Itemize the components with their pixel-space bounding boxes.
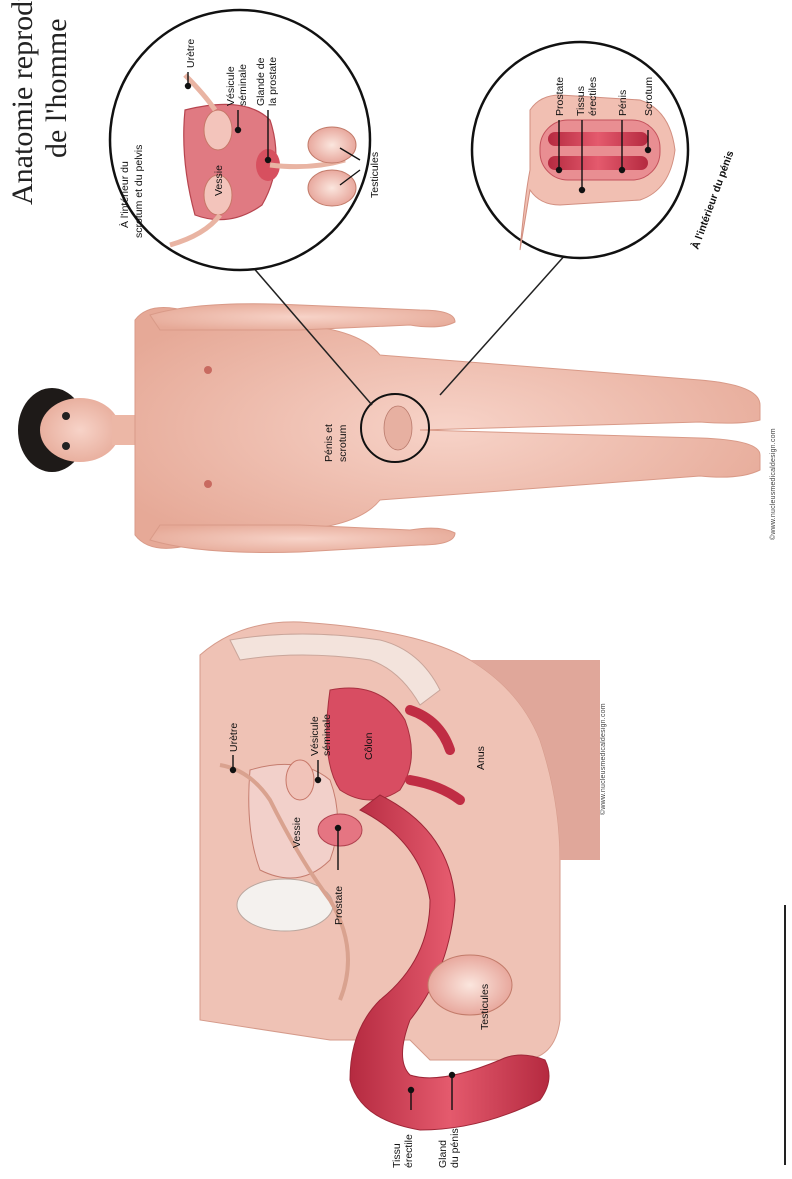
sagittal-section <box>200 622 600 1130</box>
erectile-tissue-b <box>548 156 648 170</box>
nipple-lower <box>204 480 212 488</box>
erectile-tissue-a <box>548 132 648 146</box>
nipple-upper <box>204 366 212 374</box>
label-vesicule-section-2: séminale <box>321 714 333 756</box>
human-body-figure <box>18 304 760 553</box>
label-scrotum-inset: Scrotum <box>643 77 655 116</box>
label-vesicule-inset-1: Vésicule <box>225 66 237 106</box>
inset-pelvis-caption-1: À l'intérieur du <box>118 161 131 228</box>
label-uretre-inset: Urètre <box>185 39 197 68</box>
body-label-line-2: scrotum <box>337 424 349 462</box>
inset-pelvis <box>110 10 370 270</box>
eye-right <box>62 442 70 450</box>
arm-lower <box>150 525 455 553</box>
inset-penis-caption: À l'intérieur du pénis <box>689 149 737 251</box>
label-prostate-section: Prostate <box>333 886 345 925</box>
label-vesicule-section-1: Vésicule <box>309 716 321 756</box>
seminal-vesicle-a <box>204 110 232 150</box>
label-glande-1: Glande de <box>255 57 267 106</box>
label-testicules-inset: Testicules <box>369 152 381 198</box>
label-anus-section: Anus <box>475 746 487 770</box>
seminal-vesicle-section <box>286 760 314 800</box>
neck <box>112 415 138 445</box>
label-penis-inset: Pénis <box>617 90 629 116</box>
torso-and-legs <box>135 308 760 549</box>
label-gland-1: Gland <box>437 1140 449 1168</box>
label-testicules-section: Testicules <box>479 984 491 1030</box>
arm-upper <box>150 304 455 330</box>
inset-pelvis-caption-2: scrotum et du pelvis <box>133 145 145 238</box>
testicle-b <box>308 170 356 206</box>
label-tissus-1: Tissus <box>575 86 587 116</box>
label-colon-section: Côlon <box>363 732 375 760</box>
label-uretre-section: Urètre <box>228 723 240 752</box>
label-prostate-inset: Prostate <box>554 77 566 116</box>
label-glande-2: la prostate <box>267 57 279 106</box>
genital-region <box>384 406 412 450</box>
testicle-section <box>428 955 512 1015</box>
testicle-a <box>308 127 356 163</box>
label-vesicule-inset-2: séminale <box>237 64 249 106</box>
label-gland-2: du pénis <box>449 1128 461 1168</box>
inset-penis <box>472 42 688 258</box>
body-label-line-1: Pénis et <box>323 424 335 462</box>
label-tissu-2: érectile <box>403 1134 415 1168</box>
head <box>40 398 120 462</box>
label-vessie-inset: Vessie <box>213 165 225 196</box>
eye-left <box>62 412 70 420</box>
label-tissus-2: érectiles <box>587 77 599 116</box>
label-vessie-section: Vessie <box>291 817 303 848</box>
label-tissu-1: Tissu <box>391 1143 403 1168</box>
